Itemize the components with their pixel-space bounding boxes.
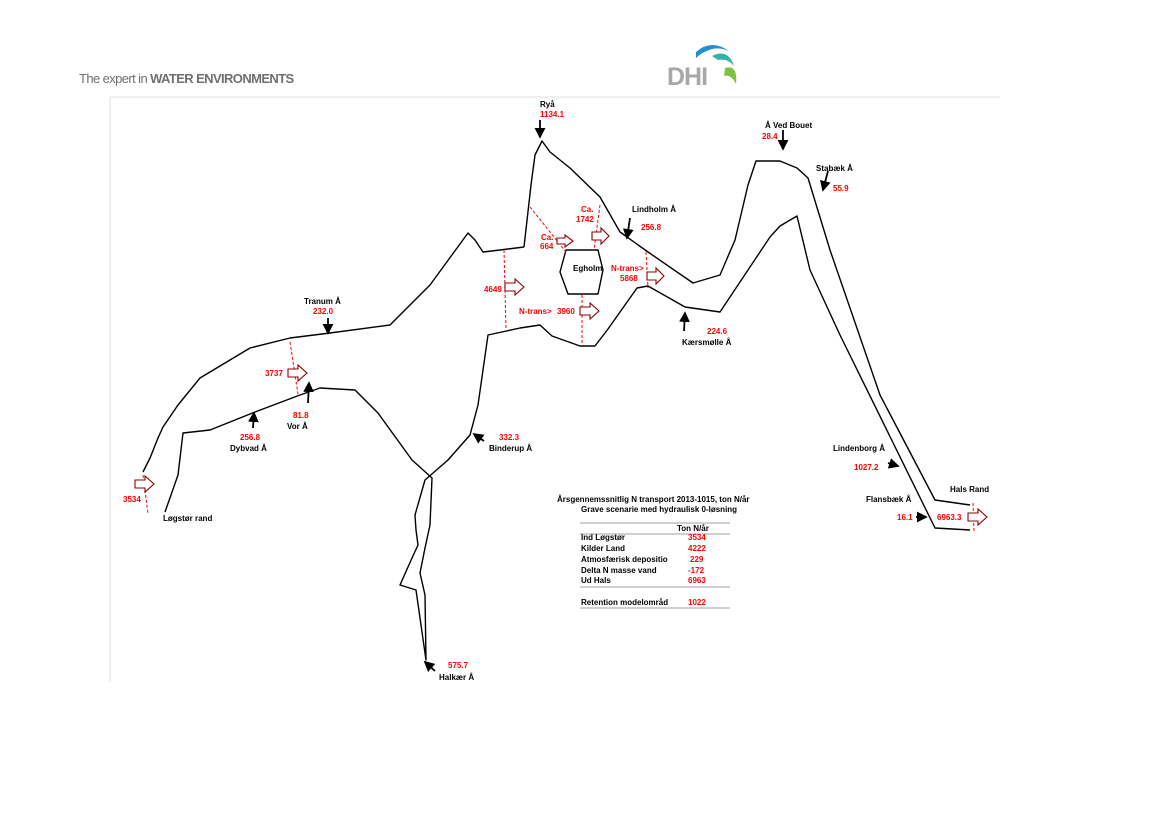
- logo-wave-green-icon: [724, 67, 737, 84]
- source-name-kaersmolle: Kærsmølle Å: [682, 338, 732, 347]
- source-name-stabaek: Stabæk Å: [816, 164, 853, 173]
- source-value-vor: 81.8: [293, 411, 309, 420]
- source-name-flansbaek: Flansbæk Å: [866, 495, 912, 504]
- summary-row-label-2: Atmosfærisk depositio: [581, 555, 668, 564]
- transport-value-3534: 3534: [123, 495, 141, 504]
- boundary-label-hals: Hals Rand: [950, 485, 989, 494]
- kaersmolle-arrow-icon: [679, 311, 690, 332]
- source-value-dybvad: 256.8: [240, 433, 261, 442]
- shoreline-south: [164, 215, 971, 661]
- summary-retention-label: Retention modelområd: [581, 598, 668, 607]
- source-value-stabaek: 55.9: [833, 184, 849, 193]
- source-name-rya: Ryå: [540, 100, 555, 109]
- flow-arrow-3534-icon: [134, 474, 155, 494]
- flow-arrow-3737-icon: [287, 363, 308, 383]
- tagline-prefix: The expert in: [79, 71, 151, 86]
- lindholm-arrow-icon: [622, 217, 634, 240]
- summary-row-label-0: Ind Løgstør: [581, 533, 625, 542]
- transport-label-664: Ca.: [541, 233, 553, 242]
- vor-arrow-icon: [303, 381, 314, 404]
- transport-value-664: 664: [540, 242, 554, 251]
- source-value-binderup: 332.3: [499, 433, 520, 442]
- egholm-island: [559, 249, 604, 295]
- source-value-lindholm: 256.8: [641, 223, 662, 232]
- summary-row-value-4: 6963: [688, 576, 706, 585]
- summary-row-value-0: 3534: [688, 533, 706, 542]
- transect-3737: [289, 341, 299, 395]
- summary-row-value-1: 4222: [688, 544, 706, 553]
- summary-subtitle: Grave scenarie med hydraulisk 0-løsning: [581, 505, 737, 514]
- transport-value-5868: 5868: [620, 274, 638, 283]
- shoreline-north-west: [142, 232, 525, 473]
- island-label-egholm: Egholm: [573, 264, 602, 273]
- transect-1742: [593, 204, 601, 251]
- source-value-kaersmolle: 224.6: [707, 327, 728, 336]
- source-value-rya: 1134.1: [540, 110, 565, 119]
- summary-row-label-3: Delta N masse vand: [581, 566, 657, 575]
- stabaek-arrow-icon: [820, 170, 831, 192]
- source-name-tranum: Tranum Å: [304, 297, 341, 306]
- transect-5868: [645, 251, 649, 289]
- transport-value-4649: 4649: [484, 285, 502, 294]
- flow-arrow-1742-icon: [591, 226, 610, 246]
- source-value-flansbaek: 16.1: [897, 513, 913, 522]
- summary-title: Årsgennemssnitlig N transport 2013-1015,…: [557, 495, 750, 504]
- transport-value-3737: 3737: [265, 369, 283, 378]
- summary-row-value-3: -172: [688, 566, 705, 575]
- dhi-logo: DHI: [667, 45, 737, 91]
- logo-text: DHI: [667, 63, 707, 91]
- source-name-binderup: Binderup Å: [489, 444, 532, 453]
- source-value-halkaer: 575.7: [448, 661, 469, 670]
- halkaer-arrow-icon: [423, 660, 436, 673]
- source-name-a-ved-bouet: Å Ved Bouet: [765, 121, 812, 130]
- shoreline-rya-inlet: [523, 140, 971, 506]
- flow-arrow-4649-icon: [504, 277, 525, 297]
- source-name-vor: Vor Å: [287, 422, 308, 431]
- flow-arrow-664-icon: [556, 233, 574, 249]
- summary-row-label-1: Kilder Land: [581, 544, 625, 553]
- transport-value-1742: 1742: [576, 215, 594, 224]
- summary-row-value-2: 229: [690, 555, 704, 564]
- logo-wave-blue-icon: [696, 45, 730, 58]
- transport-value-hals: 6963.3: [937, 513, 962, 522]
- logo-wave-teal-icon: [712, 53, 734, 66]
- transport-value-3960: 3960: [557, 307, 575, 316]
- summary-table: Årsgennemssnitlig N transport 2013-1015,…: [557, 495, 750, 609]
- transport-label-3960: N-trans>: [519, 307, 552, 316]
- boundary-label-logstor: Løgstør rand: [163, 514, 212, 523]
- binderup-arrow-icon: [472, 432, 485, 444]
- flow-arrow-5868-icon: [646, 266, 665, 286]
- summary-retention-value: 1022: [688, 598, 706, 607]
- tagline-bold: WATER ENVIRONMENTS: [150, 71, 294, 86]
- source-name-lindenborg: Lindenborg Å: [833, 444, 885, 453]
- source-value-lindenborg: 1027.2: [854, 463, 879, 472]
- source-name-dybvad: Dybvad Å: [230, 444, 267, 453]
- source-value-a-ved-bouet: 28.4: [762, 132, 778, 141]
- summary-column-header: Ton N/år: [677, 524, 709, 533]
- transport-label-1742: Ca.: [581, 205, 593, 214]
- source-name-halkaer: Halkær Å: [439, 673, 474, 682]
- lindenborg-arrow-icon: [887, 458, 900, 469]
- flow-arrow-3960-icon: [579, 301, 600, 321]
- flow-arrow-hals-icon: [967, 507, 988, 527]
- source-name-lindholm: Lindholm Å: [632, 205, 676, 214]
- dybvad-arrow-icon: [248, 411, 259, 429]
- source-value-tranum: 232.0: [313, 307, 334, 316]
- tagline: The expert in WATER ENVIRONMENTS: [79, 71, 294, 86]
- summary-row-label-4: Ud Hals: [581, 576, 611, 585]
- transport-label-5868: N-trans>: [611, 264, 644, 273]
